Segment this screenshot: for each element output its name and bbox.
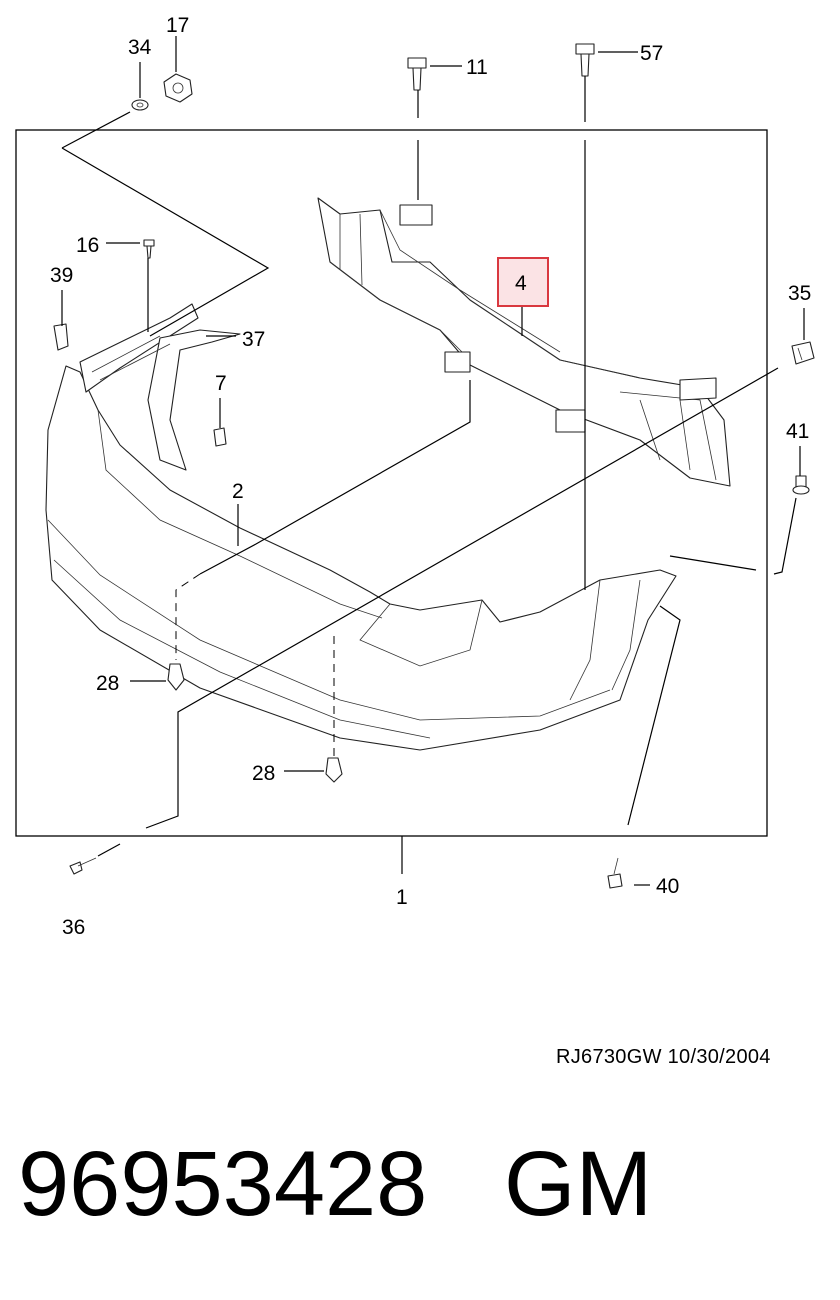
retainer-35-icon: [791, 341, 815, 365]
callout-57: 57: [640, 42, 663, 65]
callout-1: 1: [396, 886, 408, 909]
screw-40-icon: [607, 857, 623, 889]
bolt-11-icon: [407, 57, 427, 91]
diagram-reference: RJ6730GW 10/30/2004: [556, 1046, 771, 1068]
clip-7-icon: [213, 427, 227, 447]
bumper-fascia: [45, 365, 677, 751]
callout-35: 35: [788, 282, 811, 305]
callout-2: 2: [232, 480, 244, 503]
push-pin-28b-icon: [325, 757, 343, 783]
part-number-footer: 96953428 GM: [18, 1133, 653, 1235]
push-pin-28a-icon: [167, 663, 185, 691]
callout-28a: 28: [96, 672, 119, 695]
callout-41: 41: [786, 420, 809, 443]
callout-16: 16: [76, 234, 99, 257]
callout-4: 4: [515, 272, 527, 295]
callout-34: 34: [128, 36, 152, 59]
screw-16-icon: [143, 239, 155, 259]
bumper-reinforcement-beam: [317, 197, 731, 487]
assembly-frame: [15, 129, 768, 837]
highlight-box: [497, 257, 549, 307]
callout-39: 39: [50, 264, 73, 287]
callout-28b: 28: [252, 762, 275, 785]
callout-17: 17: [166, 14, 189, 37]
screw-36-icon: [69, 857, 97, 875]
callout-40: 40: [656, 875, 679, 898]
nut-17-icon: [163, 73, 193, 103]
callout-7: 7: [215, 372, 227, 395]
callout-37: 37: [242, 328, 265, 351]
washer-34-icon: [131, 99, 149, 111]
callout-36: 36: [62, 916, 85, 939]
bolt-57-icon: [575, 43, 595, 77]
leader-lines: [61, 36, 805, 886]
clip-41-icon: [792, 475, 810, 495]
callout-11: 11: [466, 56, 488, 79]
clip-39-icon: [53, 323, 69, 351]
